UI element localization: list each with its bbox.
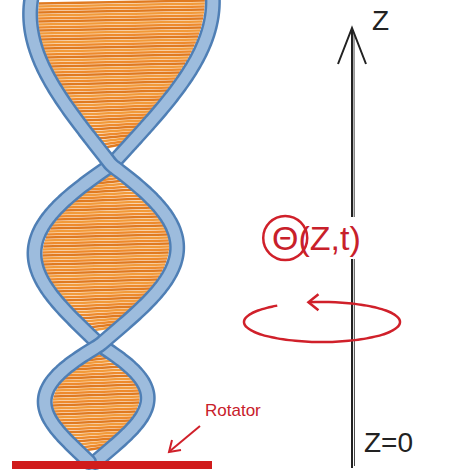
origin-label: Z=0 <box>364 428 413 459</box>
leader-arrowhead <box>169 440 181 452</box>
axis-label: Z <box>372 6 389 37</box>
rotation-arrowhead <box>308 294 318 310</box>
rotation-arrow <box>244 302 400 342</box>
dna-strand <box>30 0 177 462</box>
dna-strand <box>35 0 213 462</box>
dna-strands <box>30 0 213 462</box>
leader-line <box>170 426 200 451</box>
part-label: Rotator <box>205 402 261 421</box>
rotator-bar <box>12 461 212 469</box>
dna-strand <box>30 0 177 462</box>
axis-arrowhead <box>338 28 366 64</box>
dna-strand <box>35 0 213 462</box>
angle-label: Θ(Z,t) <box>272 220 361 257</box>
